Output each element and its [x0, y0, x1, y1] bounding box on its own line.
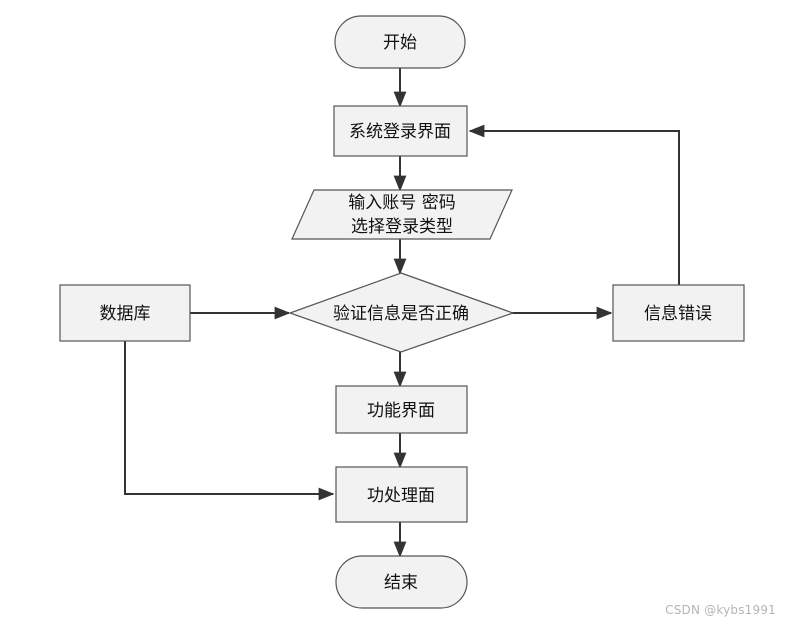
- node-function-label: 功能界面: [367, 401, 435, 421]
- node-end: 结束: [335, 555, 468, 609]
- node-end-label: 结束: [384, 573, 418, 593]
- node-start-label: 开始: [383, 33, 417, 53]
- edges: [124, 68, 680, 558]
- node-verify-label: 验证信息是否正确: [333, 304, 469, 324]
- node-error: 信息错误: [612, 284, 745, 342]
- node-login: 系统登录界面: [333, 105, 468, 157]
- edge-error-to-login: [468, 124, 680, 285]
- node-verify: 验证信息是否正确: [288, 272, 515, 353]
- node-database: 数据库: [59, 284, 191, 342]
- node-input-line1: 输入账号 密码: [348, 193, 455, 213]
- node-processing: 功处理面: [335, 466, 468, 523]
- watermark: CSDN @kybs1991: [665, 603, 776, 617]
- node-input: 输入账号 密码 选择登录类型: [291, 189, 513, 240]
- node-function: 功能界面: [335, 385, 468, 434]
- edge-database-to-processing: [124, 341, 335, 501]
- node-login-label: 系统登录界面: [349, 122, 451, 142]
- node-error-label: 信息错误: [644, 304, 712, 324]
- node-database-label: 数据库: [100, 304, 151, 324]
- node-processing-label: 功处理面: [367, 486, 435, 506]
- node-start: 开始: [334, 15, 466, 69]
- node-input-line2: 选择登录类型: [351, 217, 453, 237]
